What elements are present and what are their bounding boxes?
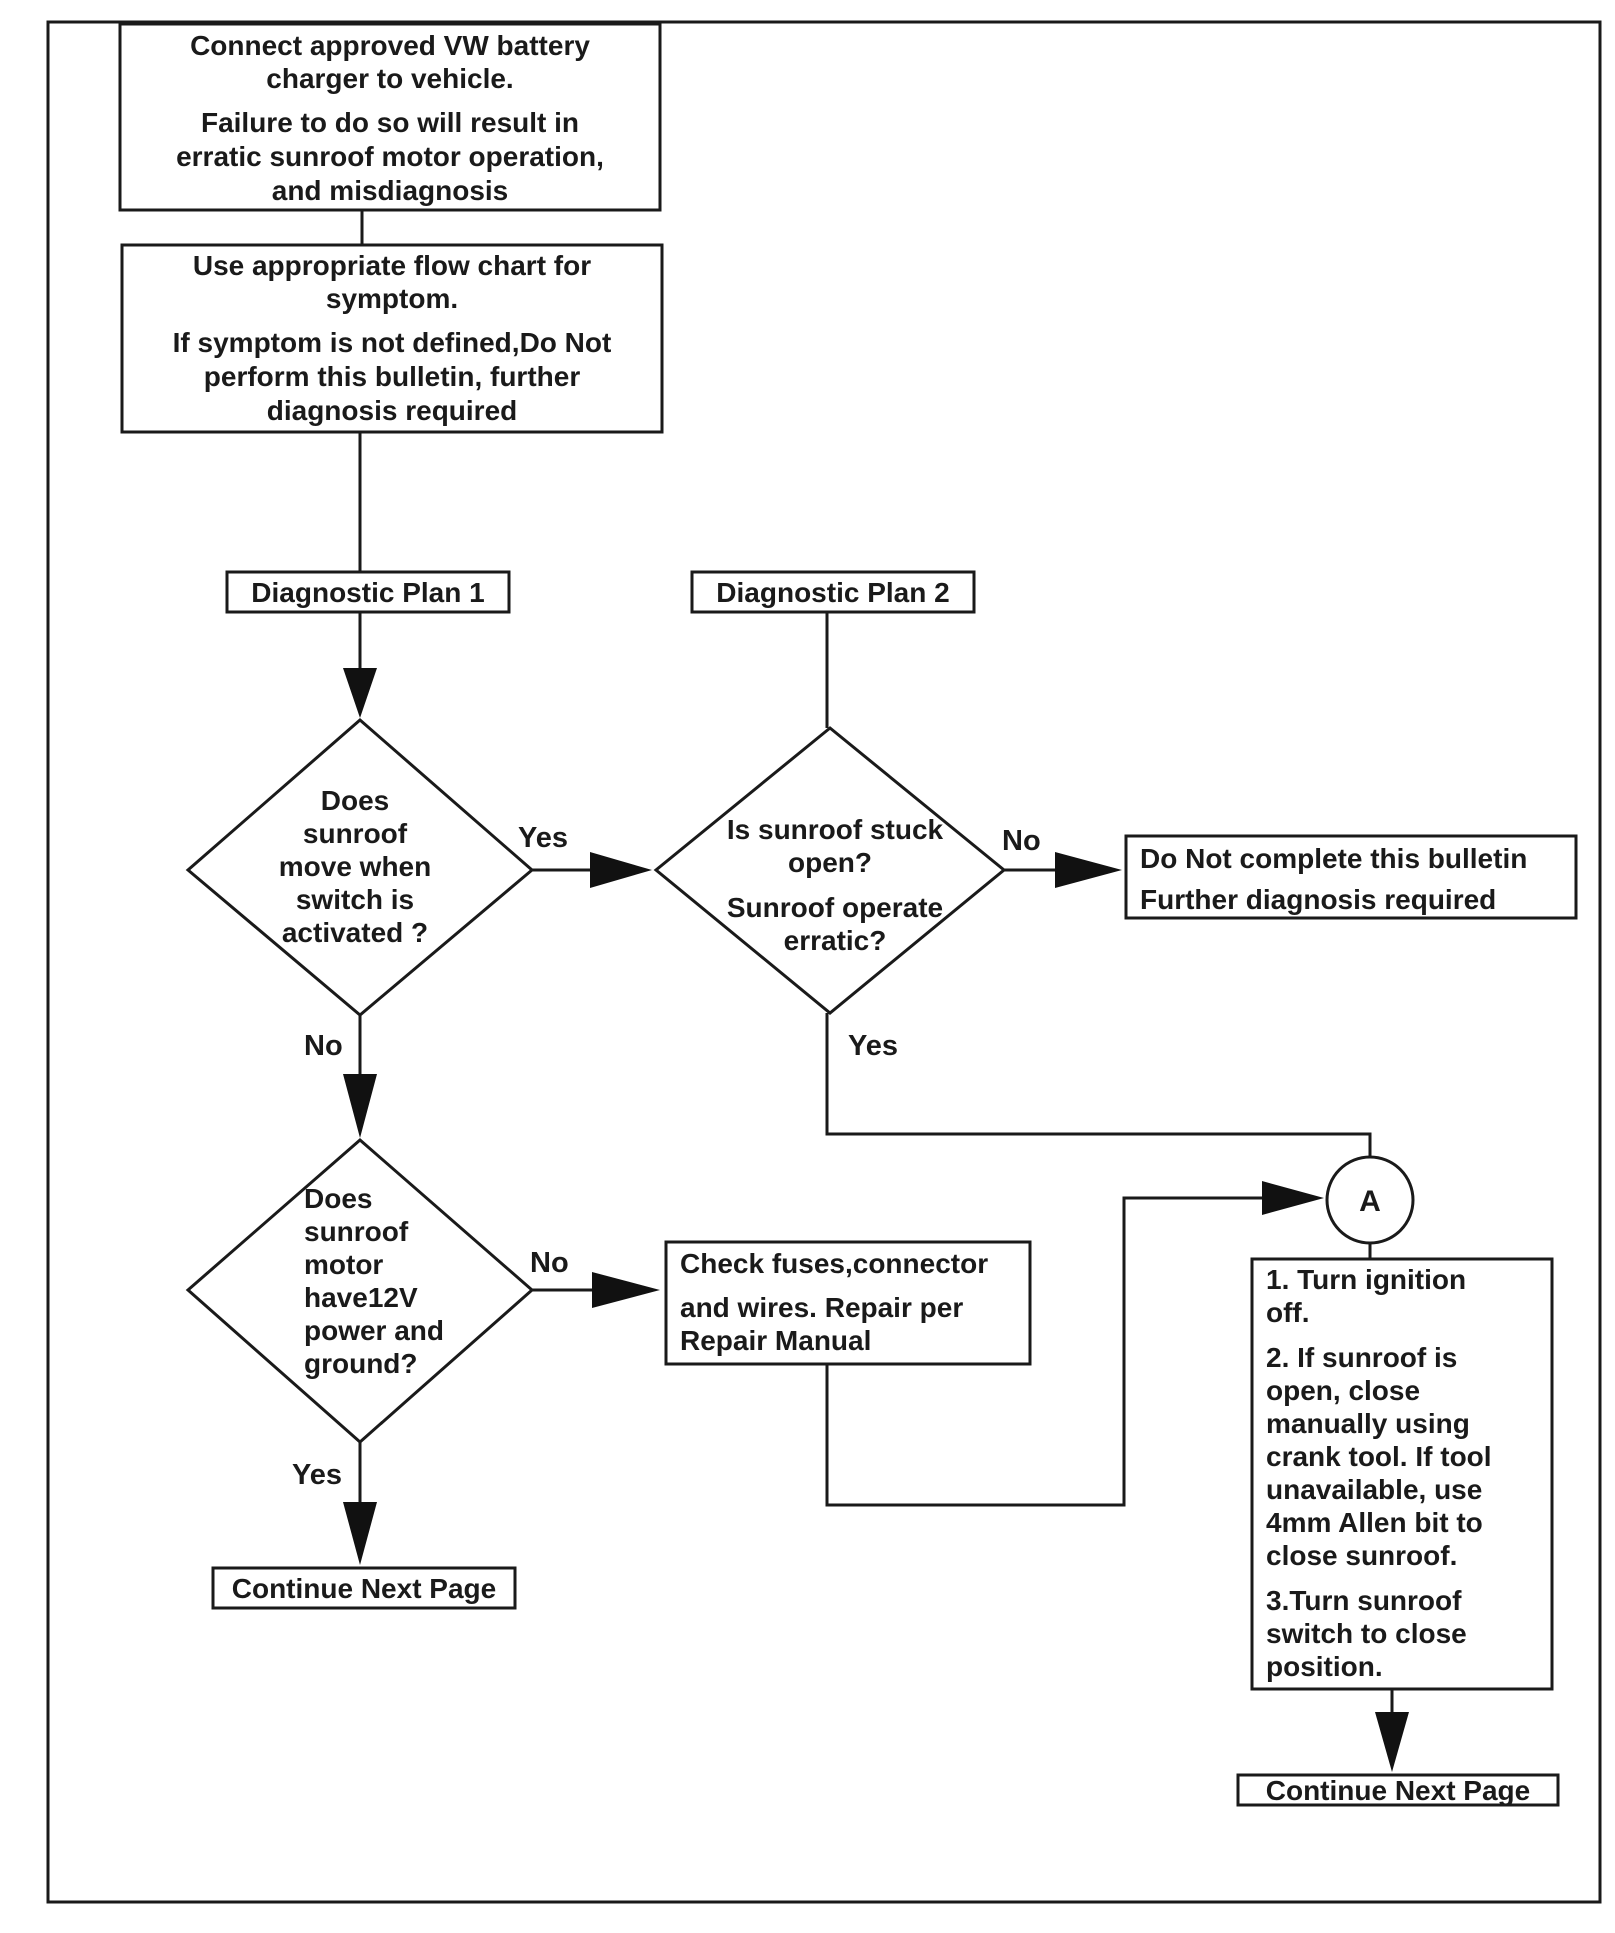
check-fuses-line: Repair Manual xyxy=(680,1325,871,1356)
flowchart-box: Use appropriate flow chart for symptom. … xyxy=(120,243,664,434)
steps-line: close sunroof. xyxy=(1266,1540,1457,1571)
steps-line: switch to close xyxy=(1266,1618,1467,1649)
q-power-line: have12V xyxy=(304,1282,418,1313)
steps-line: 1. Turn ignition xyxy=(1266,1264,1466,1295)
charger-line: Failure to do so will result in xyxy=(201,107,579,138)
edge-label-no-stuck: No xyxy=(1002,825,1041,857)
steps-box: 1. Turn ignition off. 2. If sunroof is o… xyxy=(1250,1257,1554,1691)
q-stuck-line: Is sunroof stuck xyxy=(727,814,944,845)
arrowhead-into-q-stuck xyxy=(590,852,652,888)
connector-a-circle xyxy=(1325,1155,1415,1245)
arrowhead-into-check-fuses xyxy=(592,1272,660,1308)
plan2-label: Diagnostic Plan 2 xyxy=(716,577,949,608)
check-fuses-line: Check fuses,connector xyxy=(680,1248,988,1279)
do-not-box-frame xyxy=(1124,834,1578,920)
flowchart-line: symptom. xyxy=(326,283,458,314)
q-moves-line: move when xyxy=(279,851,431,882)
flowchart-line: Use appropriate flow chart for xyxy=(193,250,591,281)
charger-box-frame xyxy=(118,22,662,212)
plan2-box: Diagnostic Plan 2 xyxy=(690,570,976,614)
steps-line: 3.Turn sunroof xyxy=(1266,1585,1462,1616)
q-stuck-diamond xyxy=(653,726,1007,1015)
edge-label-yes-stuck: Yes xyxy=(848,1030,898,1062)
charger-line: charger to vehicle. xyxy=(266,63,513,94)
flowchart-line: diagnosis required xyxy=(267,395,518,426)
steps-line: unavailable, use xyxy=(1266,1474,1482,1505)
check-fuses-box-frame xyxy=(664,1240,1032,1366)
continue-right-box-frame xyxy=(1236,1773,1560,1807)
q-moves-line: switch is xyxy=(296,884,414,915)
flowchart-box-frame xyxy=(120,243,664,434)
arrowhead-into-q-moves xyxy=(343,668,377,718)
q-power-diamond xyxy=(185,1138,535,1445)
do-not-box: Do Not complete this bulletin Further di… xyxy=(1124,834,1578,920)
continue-left-box: Continue Next Page xyxy=(211,1566,517,1610)
edge-label-yes-power: Yes xyxy=(292,1459,342,1491)
plan1-label: Diagnostic Plan 1 xyxy=(251,577,484,608)
edge-label-no-power: No xyxy=(530,1247,569,1279)
connector-a-label: A xyxy=(1359,1185,1381,1218)
steps-line: 4mm Allen bit to xyxy=(1266,1507,1483,1538)
edge-label-yes-moves: Yes xyxy=(518,822,568,854)
steps-line: manually using xyxy=(1266,1408,1470,1439)
q-moves-decision: Does sunroof move when switch is activat… xyxy=(185,718,535,1017)
charger-box: Connect approved VW battery charger to v… xyxy=(118,22,662,212)
q-power-line: ground? xyxy=(304,1348,418,1379)
flowchart-line: If symptom is not defined,Do Not xyxy=(173,327,612,358)
q-moves-line: activated ? xyxy=(282,917,428,948)
steps-line: open, close xyxy=(1266,1375,1420,1406)
arrowheads xyxy=(343,668,1409,1772)
q-stuck-line: open? xyxy=(788,847,872,878)
q-stuck-line: erratic? xyxy=(784,925,887,956)
edge-check-fuses-to-a xyxy=(825,1196,1265,1507)
edge-label-no-moves: No xyxy=(304,1030,343,1062)
steps-line: 2. If sunroof is xyxy=(1266,1342,1457,1373)
steps-line: crank tool. If tool xyxy=(1266,1441,1492,1472)
q-power-line: sunroof xyxy=(304,1216,409,1247)
plan1-box: Diagnostic Plan 1 xyxy=(225,570,511,614)
steps-line: position. xyxy=(1266,1651,1383,1682)
q-moves-diamond xyxy=(185,718,535,1017)
continue-left-label: Continue Next Page xyxy=(232,1573,496,1604)
continue-right-label: Continue Next Page xyxy=(1266,1775,1530,1806)
arrowhead-into-q-power xyxy=(343,1074,377,1138)
q-power-decision: Does sunroof motor have12V power and gro… xyxy=(185,1138,535,1445)
arrowhead-into-continue-right xyxy=(1375,1712,1409,1772)
outer-frame xyxy=(46,20,1602,1904)
q-moves-line: Does xyxy=(321,785,389,816)
steps-line: off. xyxy=(1266,1297,1310,1328)
plan1-box-frame xyxy=(225,570,511,614)
q-power-line: power and xyxy=(304,1315,444,1346)
continue-left-box-frame xyxy=(211,1566,517,1610)
steps-box-frame xyxy=(1250,1257,1554,1691)
q-power-line: motor xyxy=(304,1249,383,1280)
charger-line: and misdiagnosis xyxy=(272,175,509,206)
flowchart-line: perform this bulletin, further xyxy=(204,361,581,392)
check-fuses-line: and wires. Repair per xyxy=(680,1292,963,1323)
arrowhead-into-continue-left xyxy=(343,1502,377,1565)
edge-labels: Yes No No Yes No Yes xyxy=(292,822,1041,1491)
q-moves-line: sunroof xyxy=(303,818,408,849)
connector-a: A xyxy=(1325,1155,1415,1245)
edge-q-stuck-yes-to-a xyxy=(825,1013,1372,1157)
charger-line: erratic sunroof motor operation, xyxy=(176,141,604,172)
q-power-line: Does xyxy=(304,1183,372,1214)
arrowhead-into-do-not xyxy=(1055,852,1122,888)
check-fuses-box: Check fuses,connector and wires. Repair … xyxy=(664,1240,1032,1366)
arrowhead-into-connector-a xyxy=(1262,1181,1324,1215)
q-stuck-line: Sunroof operate xyxy=(727,892,943,923)
connector-lines xyxy=(358,210,1394,1718)
continue-right-box: Continue Next Page xyxy=(1236,1773,1560,1807)
plan2-box-frame xyxy=(690,570,976,614)
do-not-line: Further diagnosis required xyxy=(1140,884,1496,915)
charger-line: Connect approved VW battery xyxy=(190,30,590,61)
q-stuck-decision: Is sunroof stuck open? Sunroof operate e… xyxy=(653,726,1007,1015)
do-not-line: Do Not complete this bulletin xyxy=(1140,843,1527,874)
